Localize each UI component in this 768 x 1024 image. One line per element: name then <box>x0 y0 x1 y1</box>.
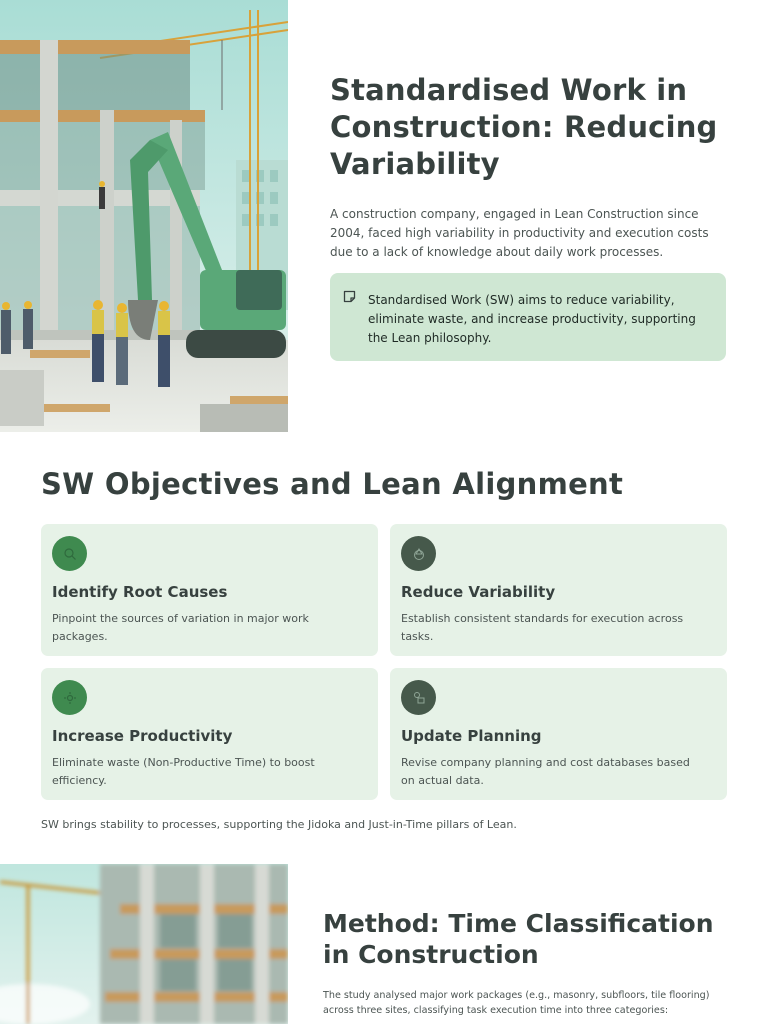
card-reduce-variability: Reduce Variability Establish consistent … <box>390 524 727 656</box>
search-icon <box>52 536 87 571</box>
card-identify-root-causes: Identify Root Causes Pinpoint the source… <box>41 524 378 656</box>
recycle-icon <box>401 536 436 571</box>
building-under-construction-illustration <box>0 864 288 1024</box>
objectives-title: SW Objectives and Lean Alignment <box>41 467 624 501</box>
note-icon <box>343 290 356 303</box>
hero-description: A construction company, engaged in Lean … <box>330 207 709 259</box>
method-description: The study analysed major work packages (… <box>323 990 710 1016</box>
objectives-section: SW Objectives and Lean Alignment Identif… <box>41 464 727 831</box>
card-description: Pinpoint the sources of variation in maj… <box>52 612 309 643</box>
hero-section: Standardised Work in Construction: Reduc… <box>0 0 768 432</box>
method-section: Method: Time Classification in Construct… <box>0 864 768 1024</box>
card-description: Establish consistent standards for execu… <box>401 612 684 643</box>
planning-icon <box>401 680 436 715</box>
objectives-footnote: SW brings stability to processes, suppor… <box>41 818 517 831</box>
hero-image <box>0 0 288 432</box>
gear-icon <box>52 680 87 715</box>
sw-callout: Standardised Work (SW) aims to reduce va… <box>330 273 726 361</box>
card-title: Increase Productivity <box>52 727 233 745</box>
hero-text-block: Standardised Work in Construction: Reduc… <box>330 72 730 361</box>
page-title: Standardised Work in Construction: Reduc… <box>330 73 718 181</box>
method-title: Method: Time Classification in Construct… <box>323 909 714 969</box>
card-title: Identify Root Causes <box>52 583 228 601</box>
card-increase-productivity: Increase Productivity Eliminate waste (N… <box>41 668 378 800</box>
callout-text: Standardised Work (SW) aims to reduce va… <box>368 293 696 345</box>
method-image <box>0 864 288 1024</box>
method-text-block: Method: Time Classification in Construct… <box>323 908 733 1018</box>
card-description: Eliminate waste (Non-Productive Time) to… <box>52 756 315 787</box>
construction-site-illustration <box>0 0 288 432</box>
card-update-planning: Update Planning Revise company planning … <box>390 668 727 800</box>
card-title: Update Planning <box>401 727 542 745</box>
card-title: Reduce Variability <box>401 583 556 601</box>
card-description: Revise company planning and cost databas… <box>401 756 690 787</box>
